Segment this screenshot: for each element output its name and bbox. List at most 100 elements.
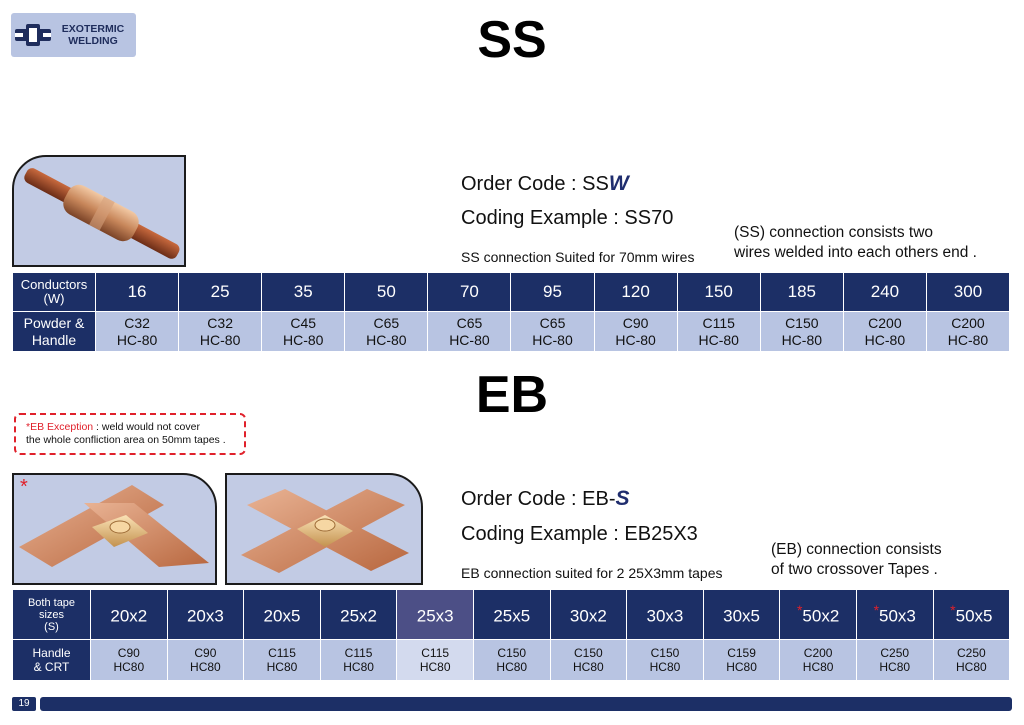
- eb-size-value: 30x5: [723, 606, 760, 626]
- ss-handle-value: HC-80: [864, 331, 906, 348]
- eb-order-code-variable: S: [615, 487, 630, 510]
- eb-size-value: 20x3: [186, 606, 224, 626]
- ss-description-line-1: (SS) connection consists two: [734, 224, 934, 241]
- eb-size-cell: 30x2: [549, 589, 628, 640]
- eb-size-value: 50x3: [879, 606, 916, 626]
- ss-size-row-label: Conductors (W): [12, 272, 96, 312]
- eb-image-star: *: [20, 476, 28, 498]
- eb-title: EB: [475, 366, 549, 424]
- eb-size-value: 30x3: [646, 606, 684, 626]
- eb-handle-value: HC80: [955, 660, 987, 674]
- eb-powder-value: C115: [344, 646, 373, 660]
- ss-handle-value: HC-80: [698, 331, 739, 348]
- eb-size-cell: 25x2: [319, 589, 398, 640]
- eb-size-value: 20x2: [110, 606, 148, 626]
- ss-size-cell: 25: [178, 272, 263, 312]
- ss-handle-value: HC-80: [947, 331, 989, 348]
- ss-size-cell: 35: [261, 272, 346, 312]
- eb-size-cell: *50x5: [932, 589, 1011, 640]
- eb-size-value: 30x2: [569, 606, 607, 626]
- eb-handle-value: HC80: [802, 660, 834, 674]
- eb-powder-value: C159: [727, 646, 756, 660]
- eb-suited-note: EB connection suited for 2 25X3mm tapes: [461, 565, 723, 581]
- eb-size-star: *: [950, 602, 956, 619]
- ss-connection-image: [12, 155, 186, 267]
- ss-order-code-variable: W: [608, 172, 629, 195]
- exception-star: *: [26, 421, 31, 433]
- eb-size-value: 25x2: [340, 606, 378, 626]
- eb-handle-value: HC80: [573, 660, 604, 674]
- section-badge: EXOTERMIC WELDING: [11, 13, 136, 57]
- exception-text-1: : weld would not cover: [93, 421, 200, 433]
- page-number: 19: [12, 697, 36, 711]
- ss-powder-value: C65: [373, 314, 400, 331]
- badge-line-2: WELDING: [68, 35, 118, 47]
- ss-powder-value: C32: [124, 314, 150, 331]
- ss-powder-row-label: Powder & Handle: [12, 311, 96, 352]
- eb-powder-label-line-1: Handle: [32, 646, 71, 660]
- eb-powder-value: C90: [117, 646, 140, 660]
- ss-size-cell: 16: [94, 272, 180, 312]
- ss-size-cell: 95: [510, 272, 595, 312]
- eb-size-value: 50x5: [955, 606, 993, 626]
- ss-order-code-prefix: Order Code : SS: [461, 173, 609, 195]
- eb-handle-value: HC80: [649, 660, 681, 674]
- eb-powder-value: C150: [497, 646, 527, 660]
- eb-size-value: 50x2: [802, 606, 840, 626]
- eb-coding-example: Coding Example : EB25X3: [461, 523, 698, 545]
- eb-size-cell: 25x5: [472, 589, 551, 640]
- eb-size-cell: 30x5: [702, 589, 781, 640]
- ss-handle-value: HC-80: [532, 331, 573, 348]
- ss-handle-value: HC-80: [449, 331, 490, 348]
- eb-size-label-line-1: Both tape: [27, 596, 76, 609]
- eb-size-cell: *50x2: [779, 589, 857, 640]
- ss-description: (SS) connection consists two wires welde…: [734, 223, 977, 263]
- ss-powder-value: C200: [868, 314, 902, 331]
- eb-description: (EB) connection consists of two crossove…: [771, 540, 942, 580]
- ss-powder-value: C65: [539, 314, 566, 331]
- eb-size-cell: 20x3: [166, 589, 245, 640]
- ss-handle-value: HC-80: [781, 331, 823, 348]
- ss-powder-value: C65: [456, 314, 483, 331]
- eb-powder-value: C250: [880, 646, 910, 660]
- eb-order-code-prefix: Order Code : EB-: [461, 488, 616, 510]
- ss-size-cell: 50: [344, 272, 429, 312]
- eb-size-label-line-3: (S): [44, 620, 59, 633]
- ss-title: SS: [477, 11, 547, 69]
- eb-handle-value: HC80: [496, 660, 528, 674]
- ss-order-code: Order Code : SSW: [461, 172, 629, 196]
- ss-coding-example: Coding Example : SS70: [461, 207, 674, 229]
- eb-description-line-2: of two crossover Tapes .: [771, 561, 938, 578]
- eb-size-value: 20x5: [263, 606, 301, 626]
- eb-handle-value: HC80: [113, 660, 145, 674]
- eb-powder-value: C150: [574, 646, 603, 660]
- eb-size-cell: 25x3: [396, 589, 474, 640]
- eb-size-star: *: [796, 602, 803, 619]
- eb-handle-value: HC80: [419, 660, 451, 674]
- exception-text-2: the whole confliction area on 50mm tapes…: [26, 434, 226, 446]
- eb-connection-image: [225, 473, 423, 585]
- ss-size-cell: 300: [925, 272, 1011, 312]
- eb-handle-value: HC80: [190, 660, 221, 674]
- badge-label: EXOTERMIC WELDING: [57, 23, 129, 47]
- ss-powder-value: C150: [785, 314, 819, 331]
- ss-description-line-2: wires welded into each others end .: [734, 244, 977, 261]
- eb-size-star: *: [873, 602, 880, 619]
